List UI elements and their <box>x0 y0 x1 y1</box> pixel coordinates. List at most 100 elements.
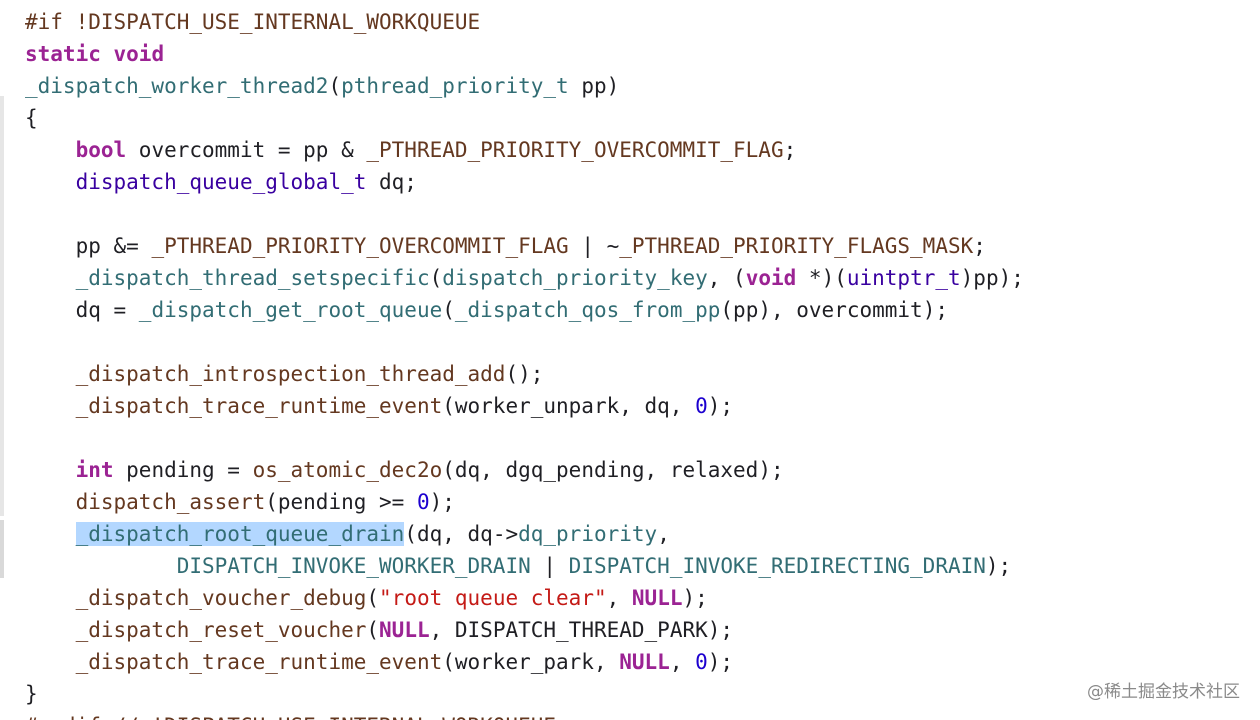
code-token <box>25 618 76 642</box>
code-token: (dq, dq-> <box>404 522 519 546</box>
code-token: static <box>25 42 101 66</box>
code-token: _dispatch_get_root_queue <box>138 298 443 322</box>
code-token <box>25 362 76 386</box>
code-token: (worker_park, <box>442 650 620 674</box>
code-token <box>25 586 76 610</box>
code-line[interactable]: static void <box>25 38 1024 70</box>
code-token: DISPATCH_INVOKE_WORKER_DRAIN <box>176 554 531 578</box>
code-token: { <box>25 106 38 130</box>
code-token: dispatch_priority_key <box>442 266 708 290</box>
code-line[interactable]: { <box>25 102 1024 134</box>
code-line[interactable]: pp &= _PTHREAD_PRIORITY_OVERCOMMIT_FLAG … <box>25 230 1024 262</box>
code-token: , <box>657 522 670 546</box>
code-token: ); <box>707 650 734 674</box>
code-token <box>25 522 76 546</box>
code-token: ( <box>442 298 455 322</box>
code-token: _PTHREAD_PRIORITY_FLAGS_MASK <box>619 234 974 258</box>
code-token: ; <box>783 138 797 162</box>
code-token: , DISPATCH_THREAD_PARK); <box>429 618 734 642</box>
code-line[interactable]: DISPATCH_INVOKE_WORKER_DRAIN | DISPATCH_… <box>25 550 1024 582</box>
gutter-bar-selected <box>0 520 4 578</box>
code-token: void <box>113 42 165 66</box>
code-token: int <box>75 458 114 482</box>
code-line[interactable]: _dispatch_introspection_thread_add(); <box>25 358 1024 390</box>
code-token: dq; <box>366 170 417 194</box>
code-token <box>25 394 76 418</box>
code-token: (); <box>505 362 544 386</box>
code-token: pending = <box>113 458 253 482</box>
code-token: | <box>530 554 569 578</box>
code-token: _dispatch_trace_runtime_event <box>75 650 443 674</box>
code-token: _dispatch_introspection_thread_add <box>75 362 506 386</box>
code-token: ( <box>366 618 380 642</box>
code-line[interactable]: _dispatch_trace_runtime_event(worker_par… <box>25 646 1024 678</box>
code-line[interactable]: _dispatch_worker_thread2(pthread_priorit… <box>25 70 1024 102</box>
code-token: } <box>25 682 38 706</box>
code-token: NULL <box>619 650 670 674</box>
code-token: NULL <box>379 618 430 642</box>
code-token: _dispatch_reset_voucher <box>75 618 367 642</box>
code-token: (dq, dgq_pending, relaxed); <box>442 458 784 482</box>
code-token: (worker_unpark, dq, <box>442 394 696 418</box>
code-token: #endif // !DISPATCH_USE_INTERNAL_WORKQUE… <box>25 714 556 720</box>
code-token: , <box>669 650 696 674</box>
code-token: os_atomic_dec2o <box>252 458 443 482</box>
code-token: _dispatch_qos_from_pp <box>454 298 721 322</box>
code-token: | ~ <box>568 234 620 258</box>
code-token: , ( <box>707 266 746 290</box>
code-token: _dispatch_thread_setspecific <box>75 266 430 290</box>
code-token <box>101 42 114 66</box>
code-line[interactable]: #endif // !DISPATCH_USE_INTERNAL_WORKQUE… <box>25 710 1024 720</box>
code-line[interactable]: #if !DISPATCH_USE_INTERNAL_WORKQUEUE <box>25 6 1024 38</box>
code-token <box>25 490 76 514</box>
code-token: ( <box>328 74 342 98</box>
code-line[interactable]: _dispatch_thread_setspecific(dispatch_pr… <box>25 262 1024 294</box>
code-token: dispatch_queue_global_t <box>75 170 367 194</box>
code-token: _dispatch_worker_thread2 <box>25 74 329 98</box>
code-token: (pp), overcommit); <box>720 298 948 322</box>
code-token: ); <box>985 554 1012 578</box>
code-line[interactable]: dispatch_queue_global_t dq; <box>25 166 1024 198</box>
code-token: dq = <box>25 298 139 322</box>
code-line[interactable]: } <box>25 678 1024 710</box>
code-token: pp) <box>568 74 620 98</box>
code-token: NULL <box>631 586 683 610</box>
code-token: dq_priority <box>518 522 658 546</box>
code-token: void <box>745 266 797 290</box>
code-token: #if !DISPATCH_USE_INTERNAL_WORKQUEUE <box>25 10 481 34</box>
code-line[interactable]: _dispatch_voucher_debug("root queue clea… <box>25 582 1024 614</box>
code-line[interactable] <box>25 422 1024 454</box>
code-token: _dispatch_voucher_debug <box>75 586 367 610</box>
code-line[interactable]: bool overcommit = pp & _PTHREAD_PRIORITY… <box>25 134 1024 166</box>
code-token <box>25 650 76 674</box>
watermark-text: @稀土掘金技术社区 <box>1087 682 1240 702</box>
code-token: (pending >= <box>265 490 417 514</box>
code-line[interactable]: _dispatch_trace_runtime_event(worker_unp… <box>25 390 1024 422</box>
code-token: ( <box>366 586 380 610</box>
gutter-bar <box>0 96 4 516</box>
code-token: _dispatch_trace_runtime_event <box>75 394 443 418</box>
code-token: DISPATCH_INVOKE_REDIRECTING_DRAIN <box>568 554 986 578</box>
code-line[interactable] <box>25 326 1024 358</box>
code-token <box>25 138 76 162</box>
code-line[interactable]: _dispatch_reset_voucher(NULL, DISPATCH_T… <box>25 614 1024 646</box>
code-line[interactable]: dispatch_assert(pending >= 0); <box>25 486 1024 518</box>
code-line[interactable]: dq = _dispatch_get_root_queue(_dispatch_… <box>25 294 1024 326</box>
code-line[interactable]: _dispatch_root_queue_drain(dq, dq->dq_pr… <box>25 518 1024 550</box>
code-token: 0 <box>695 394 708 418</box>
code-token: ( <box>429 266 443 290</box>
code-line[interactable] <box>25 198 1024 230</box>
code-token: _PTHREAD_PRIORITY_OVERCOMMIT_FLAG <box>366 138 784 162</box>
code-token: )pp); <box>960 266 1024 290</box>
code-token <box>25 266 76 290</box>
code-token: 0 <box>695 650 708 674</box>
code-token: , <box>606 586 632 610</box>
code-token <box>25 170 76 194</box>
code-token: ); <box>682 586 708 610</box>
code-token: pp &= <box>25 234 152 258</box>
code-token: ); <box>707 394 734 418</box>
code-token: bool <box>75 138 127 162</box>
code-line[interactable]: int pending = os_atomic_dec2o(dq, dgq_pe… <box>25 454 1024 486</box>
